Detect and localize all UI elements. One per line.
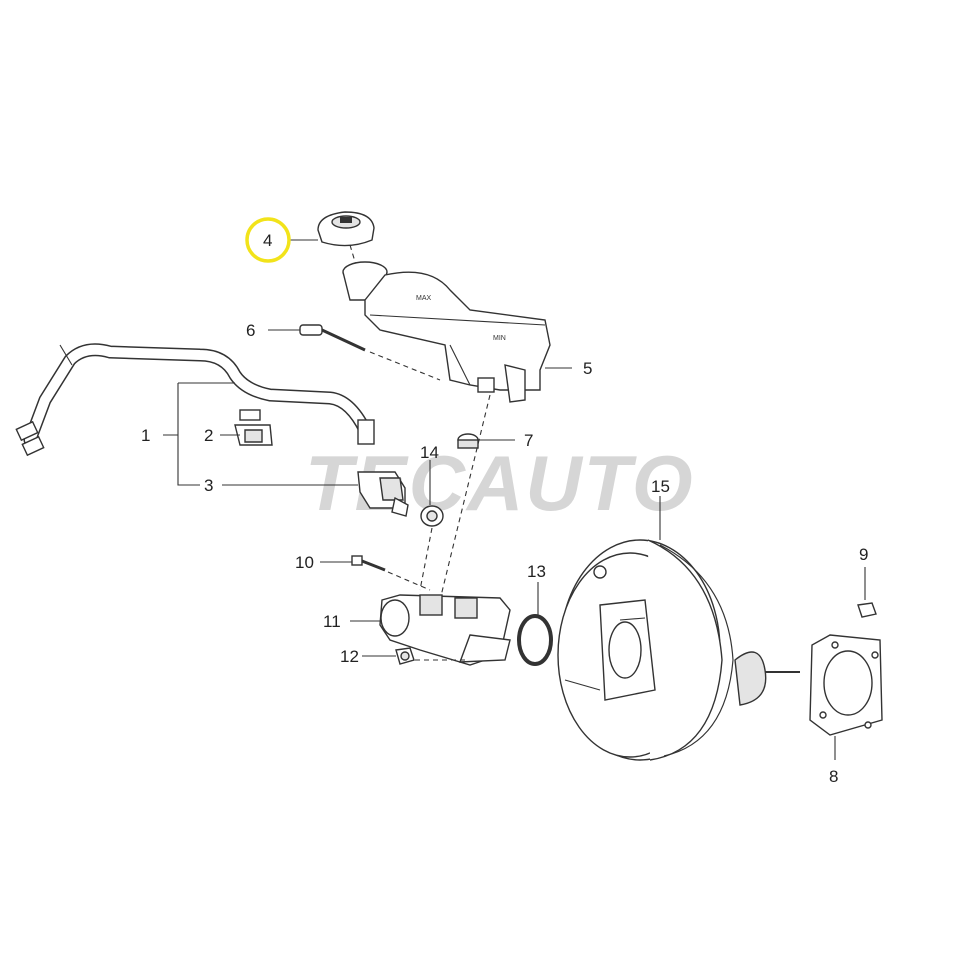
callout-7: 7 <box>524 431 533 450</box>
booster-gasket <box>809 634 883 736</box>
callout-14: 14 <box>420 443 439 462</box>
retaining-pin <box>299 324 366 352</box>
grommet <box>420 505 444 527</box>
gasket-nut <box>857 602 877 618</box>
reservoir-seal <box>457 433 479 449</box>
master-cylinder <box>379 594 511 666</box>
callout-3: 3 <box>204 476 213 495</box>
callout-8: 8 <box>829 767 838 786</box>
o-ring <box>517 614 553 666</box>
master-cylinder-pin <box>351 555 386 572</box>
callout-15: 15 <box>651 477 670 496</box>
callout-13: 13 <box>527 562 546 581</box>
callout-10: 10 <box>295 553 314 572</box>
leader-lines <box>163 239 866 760</box>
hose-clip <box>234 409 273 446</box>
callout-2: 2 <box>204 426 213 445</box>
callout-9: 9 <box>859 545 868 564</box>
brake-fluid-reservoir: MAX MIN <box>342 261 551 403</box>
reservoir-cap <box>317 211 375 247</box>
callout-4: 4 <box>263 231 272 250</box>
callout-11: 11 <box>323 612 341 631</box>
callout-4-highlight <box>245 217 291 263</box>
mounting-nut <box>395 647 415 665</box>
callout-12: 12 <box>340 647 359 666</box>
reservoir-max-mark: MAX <box>416 295 432 302</box>
hose-connector <box>357 471 409 517</box>
callout-6: 6 <box>246 321 255 340</box>
reservoir-min-mark: MIN <box>493 335 506 342</box>
hose-assembly <box>15 343 375 457</box>
callout-5: 5 <box>583 359 592 378</box>
brake-booster <box>557 539 800 761</box>
callout-1: 1 <box>141 426 150 445</box>
